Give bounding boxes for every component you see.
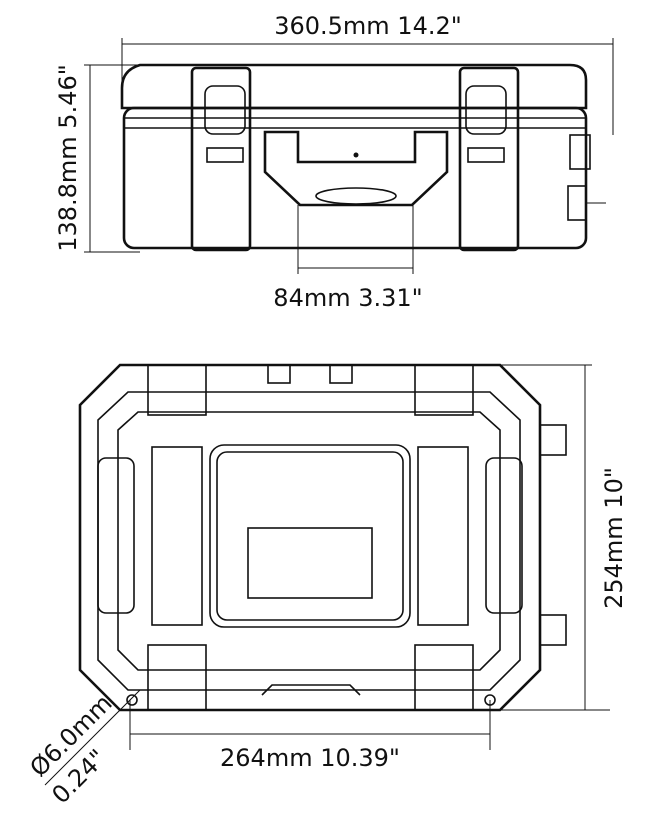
front-width-label: 360.5mm 14.2" [274, 12, 462, 40]
top-view: 254mm 10" 264mm 10.39" Ø6.0mm 0.24" [24, 363, 628, 809]
bottom-width-label: 264mm 10.39" [220, 744, 400, 772]
right-latch [458, 66, 520, 252]
hole-leader-line [44, 689, 141, 786]
case-outline [78, 363, 542, 712]
right-panel [417, 446, 469, 626]
label-area [247, 527, 373, 599]
handle [263, 130, 449, 207]
front-view: 360.5mm 14.2" 138.8mm 5.46" 84mm 3.31" [54, 12, 614, 312]
depth-label: 254mm 10" [600, 467, 628, 609]
left-panel [151, 446, 203, 626]
lock-hole-left [126, 694, 138, 706]
valve-top [539, 424, 567, 456]
center-panel [209, 444, 411, 628]
purge-valve [569, 134, 591, 170]
front-height-label: 138.8mm 5.46" [54, 64, 82, 252]
case-lid [120, 63, 588, 110]
valve-bottom [539, 614, 567, 646]
left-latch [190, 66, 252, 252]
handle-width-label: 84mm 3.31" [273, 284, 422, 312]
case-body [122, 106, 588, 250]
